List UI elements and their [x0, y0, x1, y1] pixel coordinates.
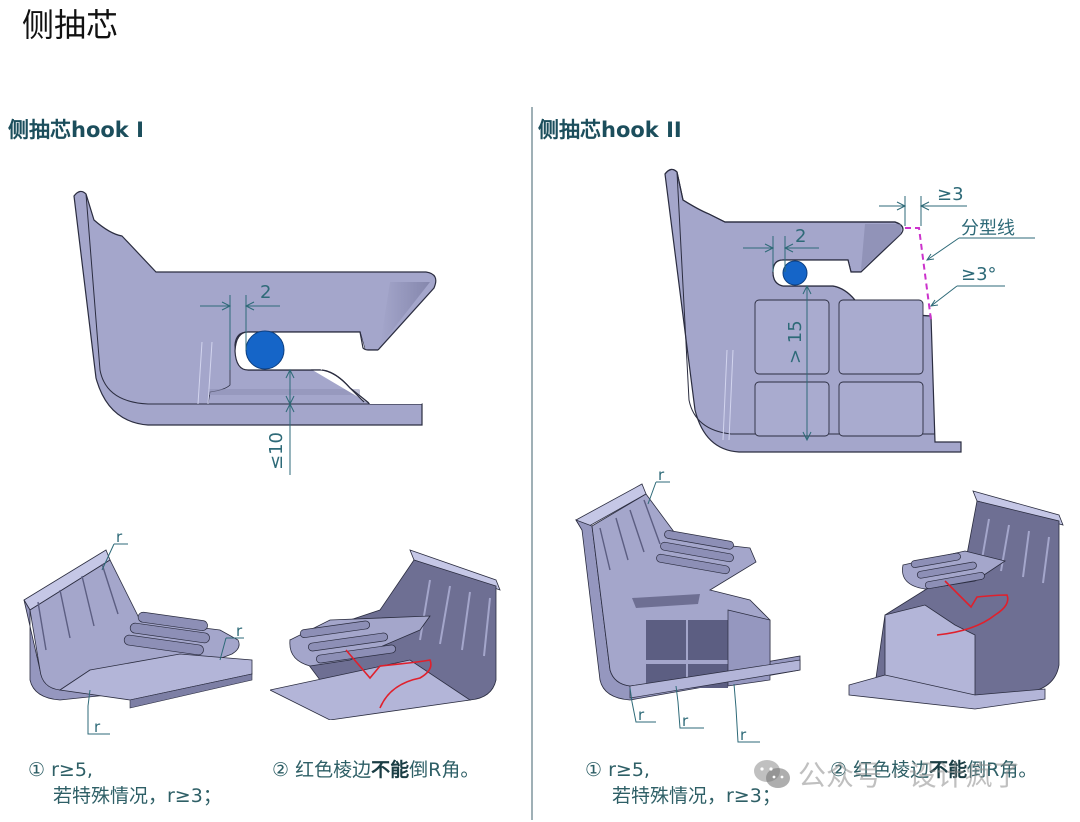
page-title: 侧抽芯 [22, 6, 119, 44]
hook2-note-1: ① r≥5, [585, 758, 650, 783]
hook2-gap-dimension [743, 236, 819, 272]
fillet-label: r [116, 530, 123, 546]
section-title-hook-1: 侧抽芯hook I [8, 118, 144, 142]
hook2-note-1-line-2: 若特殊情况，r≥3； [612, 785, 781, 807]
hook2-section-drawing: 2 > 15 ≥3 分型线 ≥3° [664, 168, 1035, 453]
note-text: r≥5, [608, 759, 650, 781]
note-text: r≥5, [51, 759, 93, 781]
section-divider [531, 107, 533, 820]
hook2-height-dimension [802, 284, 812, 442]
hook1-note-1: ① r≥5, [28, 758, 93, 783]
hook2-note-2: ② 红色棱边不能倒R角。 [830, 758, 1037, 783]
hook2-parting-line [905, 227, 932, 321]
note-text: 红色棱边 [853, 759, 930, 781]
note-text: 倒R角。 [409, 759, 480, 781]
watermark: 公众号 · 设计疯了 [752, 754, 1021, 797]
wechat-icon [752, 758, 792, 797]
hook1-gap-dimension [200, 295, 280, 370]
note-number: ② [272, 759, 290, 781]
hook2-height-value: > 15 [785, 320, 806, 364]
fillet-label: r [236, 622, 243, 640]
hook2-red-edge [936, 580, 1009, 636]
note-emphasis: 不能 [371, 759, 410, 781]
hook1-3d-view-fillets: r r r [23, 530, 253, 736]
hook1-section-drawing: 2 ≤10 [73, 190, 437, 475]
hook2-pin [782, 260, 808, 286]
note-number: ① [585, 759, 603, 781]
watermark-text: 公众号 · 设计疯了 [798, 759, 1021, 792]
note-number: ② [830, 759, 848, 781]
hook1-red-edge [345, 649, 432, 709]
hook2-angle-value: ≥3° [961, 264, 997, 285]
note-number: ① [28, 759, 46, 781]
section-title-hook-2: 侧抽芯hook II [538, 118, 682, 142]
hook2-offset-value: ≥3 [937, 184, 964, 205]
hook2-gap-value: 2 [795, 226, 806, 247]
hook1-note-1-line-2: 若特殊情况，r≥3； [53, 785, 222, 807]
hook1-gap-value: 2 [260, 282, 271, 303]
hook2-3d-view-fillets: r r r r [575, 470, 801, 744]
note-text: 红色棱边 [295, 759, 372, 781]
hook1-note-2: ② 红色棱边不能倒R角。 [272, 758, 479, 783]
fillet-label: r [740, 726, 747, 744]
hook2-parting-line-label: 分型线 [961, 218, 1015, 239]
fillet-label: r [94, 718, 101, 736]
hook2-offset-dimension [879, 196, 1035, 307]
hook2-3d-view-red-edge [848, 490, 1064, 710]
fillet-label: r [658, 470, 665, 484]
note-text: 倒R角。 [967, 759, 1038, 781]
fillet-label: r [682, 712, 689, 730]
hook1-pin [245, 330, 285, 370]
hook1-height-value: ≤10 [266, 432, 287, 470]
note-emphasis: 不能 [929, 759, 968, 781]
fillet-label: r [638, 706, 645, 724]
hook1-3d-view-red-edge [270, 549, 501, 720]
hook1-height-dimension [285, 368, 295, 475]
